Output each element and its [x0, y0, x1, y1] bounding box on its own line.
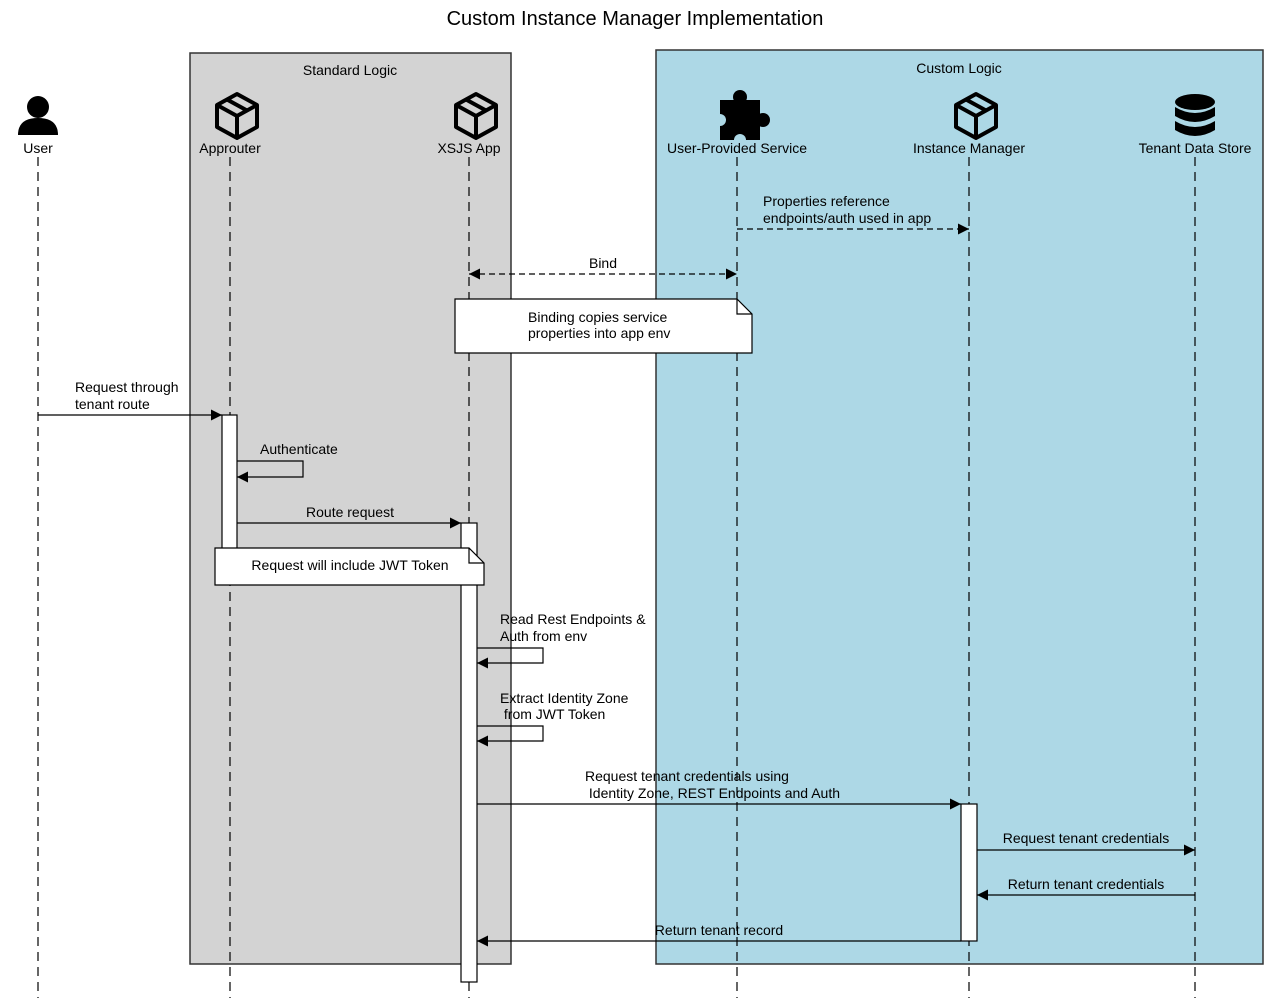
extract-zone-label: Extract Identity Zone from JWT Token	[500, 690, 632, 722]
standard-logic-group	[189, 52, 512, 965]
package-icon	[954, 92, 998, 140]
route-request-label: Route request	[306, 504, 394, 520]
binding-note-fold	[736, 299, 752, 315]
approuter-activation	[221, 414, 238, 556]
database-icon	[1175, 94, 1215, 136]
participant-instance-manager-label: Instance Manager	[913, 140, 1025, 156]
return-record-label: Return tenant record	[655, 922, 783, 938]
participant-xsjs-label: XSJS App	[437, 140, 500, 156]
custom-logic-label: Custom Logic	[916, 60, 1002, 76]
authenticate-arrow	[237, 460, 304, 483]
return-credentials-label: Return tenant credentials	[1008, 876, 1164, 892]
diagram-title: Custom Instance Manager Implementation	[447, 8, 824, 30]
instance-manager-activation	[960, 803, 978, 942]
participant-ups-label: User-Provided Service	[667, 140, 807, 156]
standard-logic-label: Standard Logic	[303, 62, 397, 78]
read-rest-arrow	[477, 647, 544, 669]
read-rest-label: Read Rest Endpoints & Auth from env	[500, 611, 649, 644]
package-icon	[454, 92, 498, 140]
package-icon	[215, 92, 259, 140]
binding-note	[454, 298, 753, 354]
binding-note-text: Binding copies service properties into a…	[528, 309, 671, 341]
authenticate-label: Authenticate	[260, 441, 338, 457]
xsjs-activation	[460, 522, 478, 983]
jwt-note-fold	[468, 548, 484, 564]
jwt-note	[214, 547, 485, 586]
custom-logic-group	[655, 49, 1264, 965]
request-route-label: Request through tenant route	[75, 379, 182, 412]
user-icon	[18, 96, 58, 135]
extract-zone-arrow	[477, 725, 544, 747]
participant-approuter-label: Approuter	[199, 140, 261, 156]
bind-label: Bind	[589, 255, 617, 271]
participant-user-label: User	[23, 140, 53, 156]
jwt-note-text: Request will include JWT Token	[251, 557, 448, 573]
puzzle-icon	[714, 90, 770, 146]
participant-tenant-data-store-label: Tenant Data Store	[1139, 140, 1252, 156]
request-credentials-using-label: Request tenant credentials using Identit…	[585, 768, 840, 801]
request-credentials-label: Request tenant credentials	[1003, 830, 1170, 846]
properties-reference-label: Properties reference endpoints/auth used…	[763, 193, 931, 226]
